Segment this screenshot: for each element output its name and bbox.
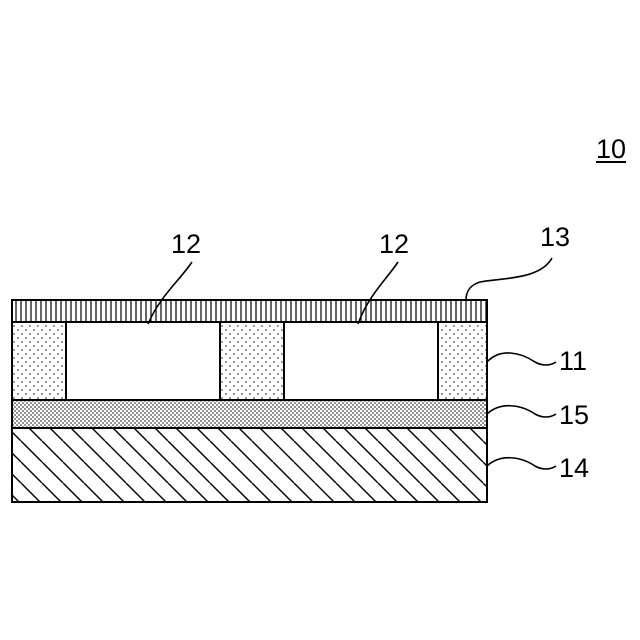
label-cavity-right: 12 <box>379 231 409 258</box>
cavity-right <box>284 322 438 400</box>
spacer-pillar-left <box>12 322 66 400</box>
substrate-layer <box>12 428 487 502</box>
leader-line-top-layer <box>466 258 552 300</box>
bond-layer <box>12 400 487 428</box>
label-spacer-layer: 11 <box>559 348 587 375</box>
label-cavity-left: 12 <box>171 231 201 258</box>
spacer-pillar-right <box>438 322 487 400</box>
figure-reference-number: 10 <box>596 136 626 163</box>
cavity-left <box>66 322 220 400</box>
label-bond-layer: 15 <box>559 402 589 429</box>
label-top-layer: 13 <box>540 224 570 251</box>
leader-line-spacer-layer <box>487 353 556 365</box>
top-layer <box>12 300 487 322</box>
leader-line-substrate <box>487 458 556 469</box>
leader-line-bond-layer <box>487 406 556 417</box>
spacer-pillar-middle <box>220 322 284 400</box>
label-substrate: 14 <box>559 455 589 482</box>
